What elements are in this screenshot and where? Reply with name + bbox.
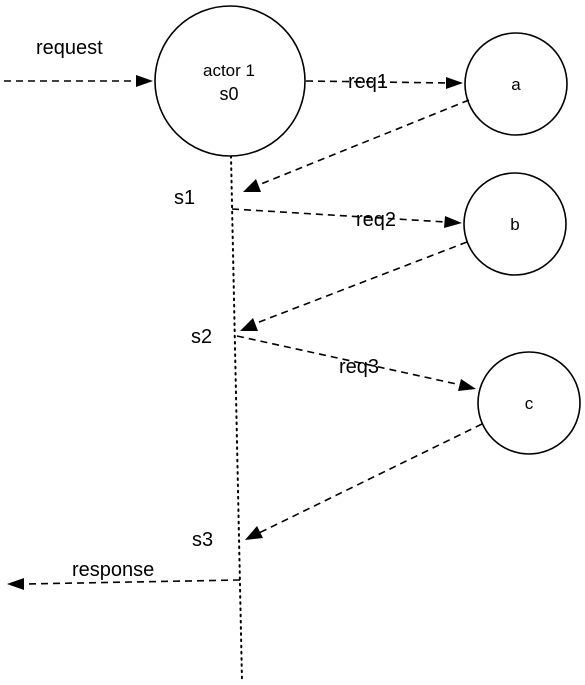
service-c-label: c <box>525 394 534 413</box>
req1-arrowhead <box>446 77 463 89</box>
req3-arrow-line <box>236 335 462 386</box>
response-arrowhead <box>7 578 24 590</box>
c-return-arrow-line <box>258 423 483 534</box>
a-return-arrowhead <box>243 179 261 192</box>
req3-arrowhead <box>458 379 476 391</box>
state-s3-label: s3 <box>192 529 213 551</box>
actor-1-state-s0: s0 <box>219 84 238 104</box>
req1-label: req1 <box>348 71 388 93</box>
service-b-label: b <box>510 215 519 234</box>
service-c-node <box>477 351 581 455</box>
c-return-arrowhead <box>245 526 263 540</box>
actor-1-node <box>154 5 306 157</box>
req2-arrow-line <box>231 208 447 223</box>
request-label: request <box>36 37 103 59</box>
req2-label: req2 <box>356 209 396 231</box>
a-return-arrow-line <box>255 99 470 187</box>
service-a-label: a <box>511 75 521 94</box>
b-return-arrow-line <box>253 241 468 325</box>
req3-label: req3 <box>339 356 379 378</box>
response-label: response <box>72 559 154 581</box>
service-a-node <box>464 32 568 136</box>
actor-1-name: actor 1 <box>203 61 255 80</box>
state-s1-label: s1 <box>174 187 195 209</box>
state-s2-label: s2 <box>191 326 212 348</box>
response-arrow-line <box>23 579 241 585</box>
request-arrowhead <box>136 75 153 87</box>
service-b-node <box>463 172 567 276</box>
b-return-arrowhead <box>240 318 258 331</box>
actor-lifeline <box>230 155 243 682</box>
req2-arrowhead <box>444 216 462 228</box>
